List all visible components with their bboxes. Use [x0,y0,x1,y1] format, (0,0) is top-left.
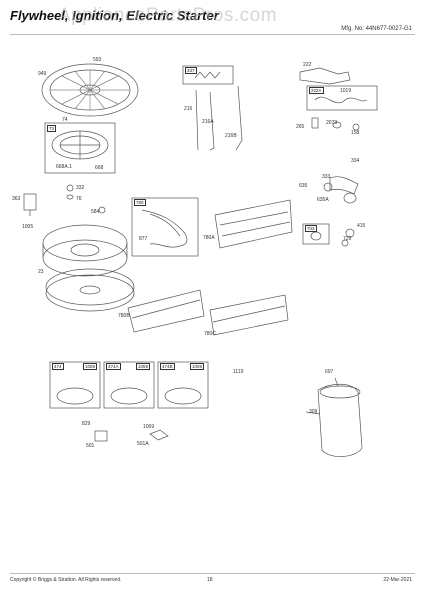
part-tag-73: 73 [47,125,57,132]
part-label-1019: 1019 [340,88,352,94]
part-tag-222A: 222A [309,87,324,94]
header-rule [10,34,415,35]
part-label-415: 415 [357,223,366,229]
part-tag-780: 780 [134,199,146,206]
part-label-334: 334 [351,158,360,164]
part-label-697: 697 [325,369,334,375]
part-label-501: 501 [86,443,95,449]
part-label-877: 877 [139,236,148,242]
part-tag-474B: 474B [160,363,175,370]
footer-rule [10,573,415,574]
watermark: AppliancePartsPros.com [58,5,278,26]
part-label-309: 309 [309,409,318,415]
part-tag-1059-b: 1059 [136,363,151,370]
part-label-222: 222 [303,62,312,68]
part-label-668A1: 668A.1 [56,164,72,170]
footer-page-number: 18 [207,577,213,583]
part-label-729: 729 [343,236,352,242]
part-label-501A: 501A [137,441,149,447]
part-label-668: 668 [95,165,104,171]
footer-copyright: Copyright © Briggs & Stratton. All Right… [10,577,122,583]
part-label-76: 76 [76,196,82,202]
part-tag-337: 337 [185,67,197,74]
part-label-2073: 2073 [326,120,338,126]
part-label-333: 333 [322,174,331,180]
part-label-332: 332 [76,185,85,191]
part-tag-1059-c: 1059 [190,363,205,370]
part-label-593: 593 [93,57,102,63]
part-label-949: 949 [38,71,47,77]
part-label-158: 158 [351,130,360,136]
part-label-216A: 216A [202,119,214,125]
part-label-635A: 635A [317,197,329,203]
part-label-265: 265 [296,124,305,130]
footer-date: 22-Mar-2021 [383,577,412,583]
part-label-23: 23 [38,269,44,275]
part-label-635: 635 [299,183,308,189]
part-label-363: 363 [12,196,21,202]
part-label-584: 584 [91,209,100,215]
part-label-780B: 780B [118,313,130,319]
part-label-780A: 780A [203,235,215,241]
part-label-1119: 1119 [233,369,244,375]
part-label-216: 216 [184,106,193,112]
part-label-829: 829 [82,421,91,427]
part-label-780C: 780C [204,331,216,337]
part-tag-703: 703 [305,225,317,232]
part-tag-1059-a: 1059 [83,363,98,370]
part-label-1069: 1069 [143,424,155,430]
part-tag-474: 474 [52,363,64,370]
part-label-216B: 216B [225,133,237,139]
part-label-74: 74 [62,117,68,123]
page-title: Flywheel, Ignition, Electric Starter [10,8,219,23]
mfg-number: Mfg. No: 44N677-0027-G1 [341,26,412,32]
part-label-1005: 1005 [22,224,34,230]
part-tag-474A: 474A [106,363,121,370]
